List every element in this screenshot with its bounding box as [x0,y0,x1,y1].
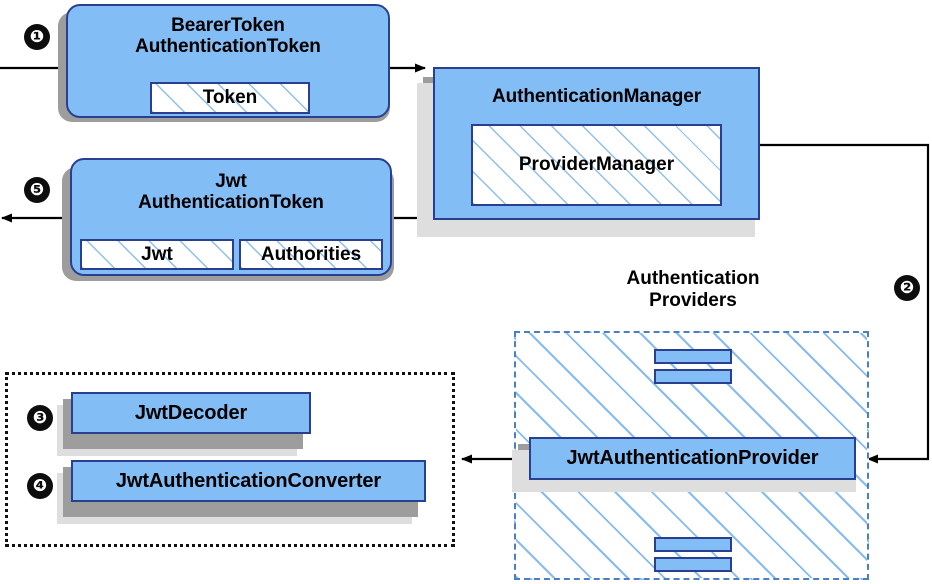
jwt-token-inner-jwt-label: Jwt [141,243,173,265]
provider-manager-label: ProviderManager [518,154,675,175]
authentication-providers-label: Authentication Providers [573,268,813,311]
bearer-token-title-line2: AuthenticationToken [135,36,321,58]
provider-manager-inner: ProviderManager [471,124,722,206]
bearer-token-inner-token: Token [150,82,310,114]
step-badge-1: ❶ [24,24,50,50]
authentication-providers-label-line1: Authentication [626,268,760,289]
jwt-token-inner-authorities: Authorities [239,239,383,270]
jwt-decoder-label: JwtDecoder [134,401,248,424]
step-badge-2: ❷ [894,275,920,301]
step-badge-5-label: ❺ [29,179,45,200]
provider-stack-bar-top-1 [654,349,732,364]
jwt-token-inner-authorities-label: Authorities [260,243,362,265]
jwt-authentication-converter-label: JwtAuthenticationConverter [115,469,382,492]
jwt-decoder-title: JwtDecoder [135,402,247,424]
jwt-token-title: Jwt AuthenticationToken [138,171,324,214]
jwt-authentication-provider-title: JwtAuthenticationProvider [567,447,819,469]
jwt-token-inner-jwt: Jwt [80,239,234,270]
bearer-token-title: BearerToken AuthenticationToken [135,15,321,58]
bearer-token-node: BearerToken AuthenticationToken Token [66,4,390,118]
provider-stack-bar-bottom-1 [654,537,732,552]
step-badge-4-label: ❹ [32,475,48,496]
jwt-authentication-converter-node: JwtAuthenticationConverter [71,460,426,502]
jwt-authentication-provider-label: JwtAuthenticationProvider [566,447,819,470]
step-badge-2-label: ❷ [899,277,915,298]
jwt-authentication-provider-node: JwtAuthenticationProvider [529,437,856,480]
authentication-manager-title-label: AuthenticationManager [491,86,702,107]
jwt-token-title-line2: AuthenticationToken [138,192,324,214]
step-badge-1-label: ❶ [29,26,45,47]
bearer-token-inner-label: Token [202,87,258,108]
jwt-decoder-node: JwtDecoder [71,392,311,434]
step-badge-5: ❺ [24,177,50,203]
jwt-authentication-converter-title: JwtAuthenticationConverter [116,470,381,492]
provider-stack-bar-bottom-2 [654,557,732,572]
step-badge-3: ❸ [27,405,53,431]
jwt-token-node: Jwt AuthenticationToken Jwt Authorities [70,158,392,276]
authentication-manager-node: AuthenticationManager ProviderManager [433,67,760,220]
authentication-providers-label-line2: Providers [649,289,737,311]
jwt-token-title-line1: Jwt [215,171,247,192]
authentication-manager-title: AuthenticationManager [492,86,701,107]
jwt-helpers-group [5,372,455,547]
step-badge-3-label: ❸ [32,407,48,428]
step-badge-4: ❹ [27,473,53,499]
bearer-token-title-line1: BearerToken [171,15,285,36]
provider-stack-bar-top-2 [654,369,732,384]
